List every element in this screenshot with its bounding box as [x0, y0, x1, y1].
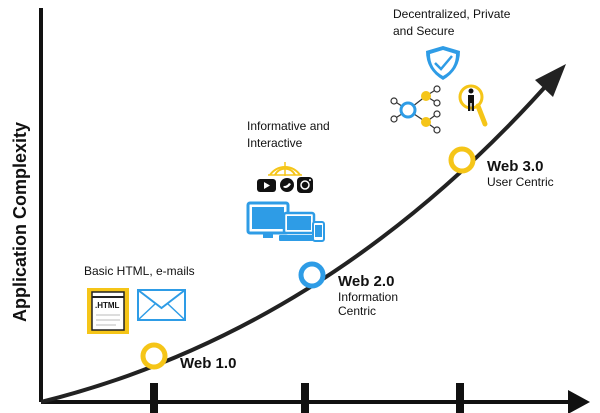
- curve-arrowhead: [535, 64, 566, 97]
- web1-label: Web 1.0: [180, 355, 236, 372]
- web3-description-line-2: and Secure: [393, 24, 455, 38]
- web3-description-line-1: Decentralized, Private: [393, 7, 511, 21]
- web1-description: Basic HTML, e-mails: [84, 264, 195, 278]
- web3-label: Web 3.0: [487, 158, 543, 175]
- web2-label: Web 2.0: [338, 273, 394, 290]
- twitter-icon: [280, 178, 294, 192]
- web3-sub: User Centric: [487, 175, 554, 189]
- instagram-icon: [297, 177, 313, 193]
- tablet-icon: [312, 221, 325, 242]
- x-tick-3: [456, 383, 464, 413]
- x-axis-arrowhead: [568, 390, 590, 413]
- x-tick-2: [301, 383, 309, 413]
- html-file-text: .HTML: [95, 301, 120, 310]
- web3-marker: [448, 146, 476, 174]
- web2-sub-line-1: Information: [338, 290, 398, 304]
- monitor-icon: [246, 201, 290, 238]
- web1-marker: [140, 342, 168, 370]
- axes: Application Complexity: [10, 8, 590, 413]
- network-nodes-icon: [390, 85, 441, 134]
- user-search-icon: [458, 84, 488, 127]
- web2-sub-line-2: Centric: [338, 304, 376, 318]
- web2-description-line-1: Informative and: [247, 119, 330, 133]
- laptop-icon: [279, 211, 319, 241]
- html-file-icon: .HTML: [87, 288, 129, 334]
- youtube-icon: [257, 179, 276, 192]
- shield-check-icon: [426, 46, 460, 80]
- x-tick-1: [150, 383, 158, 413]
- wifi-icon: [268, 162, 302, 176]
- y-axis-label: Application Complexity: [10, 122, 30, 322]
- envelope-icon: [137, 289, 186, 321]
- web2-marker: [298, 261, 326, 289]
- web2-description-line-2: Interactive: [247, 136, 303, 150]
